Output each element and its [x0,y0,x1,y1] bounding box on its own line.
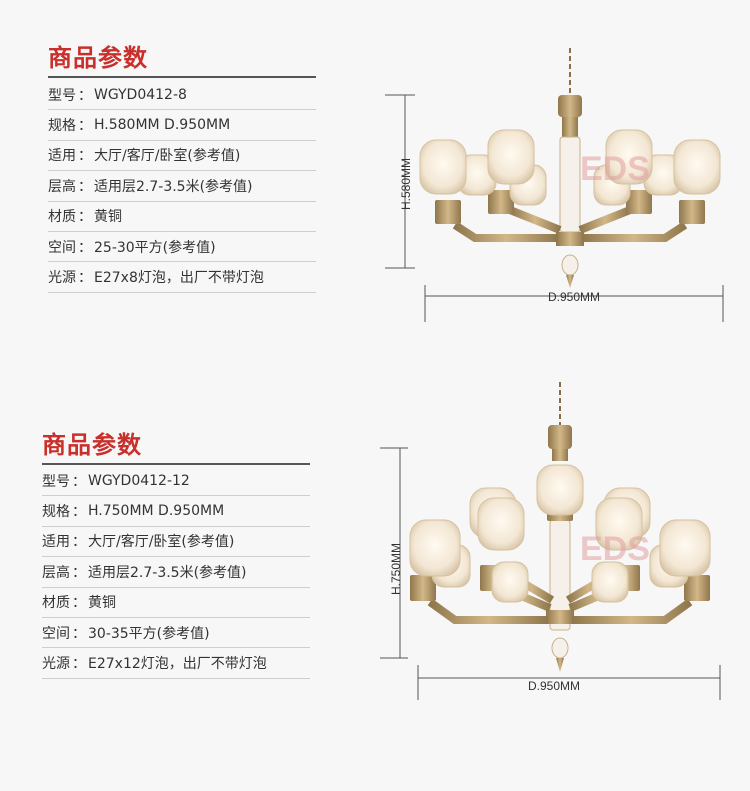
arms [452,206,688,242]
svg-text:EDS: EDS [580,530,650,568]
product-section-1: 商品参数 型号：WGYD0412-8 规格：H.580MM D.950MM 适用… [0,0,750,380]
svg-text:EDS: EDS [580,150,650,188]
width-label: D.950MM [528,679,580,693]
spec-row-material: 材质：黄铜 [42,588,310,618]
height-dimension [385,94,415,269]
center-stem [546,425,574,672]
title-divider [48,76,316,78]
spec-row-size: 规格：H.750MM D.950MM [42,496,310,527]
spec-list: 型号：WGYD0412-12 规格：H.750MM D.950MM 适用：大厅/… [42,466,310,679]
height-label: H.750MM [389,543,403,595]
width-dimension [424,285,724,322]
chandelier-figure: EDS H.580MM D.950MM [385,48,724,322]
watermark-logo: EDS [580,150,650,188]
section-title: 商品参数 [48,44,148,72]
width-label: D.950MM [548,290,600,304]
product-section-2: 商品参数 型号：WGYD0412-12 规格：H.750MM D.950MM 适… [0,380,750,791]
spec-row-space: 空间：25-30平方(参考值) [48,232,316,263]
lamp-shades [419,129,721,206]
spec-row-model: 型号：WGYD0412-12 [42,466,310,497]
center-stem [556,95,584,288]
width-dimension [417,665,721,700]
spec-row-model: 型号：WGYD0412-8 [48,80,316,111]
spec-row-ceiling: 层高：适用层2.7-3.5米(参考值) [42,557,310,588]
chandelier-figure: EDS H.750MM D.950MM [380,382,721,700]
spec-row-ceiling: 层高：适用层2.7-3.5米(参考值) [48,171,316,202]
watermark-logo: EDS [580,530,650,568]
spec-row-size: 规格：H.580MM D.950MM [48,110,316,141]
section-title: 商品参数 [42,431,142,459]
lamp-cups [435,190,705,224]
spec-row-usage: 适用：大厅/客厅/卧室(参考值) [48,141,316,172]
spec-list: 型号：WGYD0412-8 规格：H.580MM D.950MM 适用：大厅/客… [48,80,316,293]
spec-row-light: 光源：E27x8灯泡，出厂不带灯泡 [48,262,316,293]
spec-row-light: 光源：E27x12灯泡，出厂不带灯泡 [42,648,310,679]
spec-row-usage: 适用：大厅/客厅/卧室(参考值) [42,527,310,558]
height-dimension [380,447,408,659]
spec-row-space: 空间：30-35平方(参考值) [42,618,310,649]
title-divider [42,463,310,465]
spec-row-material: 材质：黄铜 [48,202,316,232]
height-label: H.580MM [399,158,413,210]
lamp-shades [409,464,711,603]
